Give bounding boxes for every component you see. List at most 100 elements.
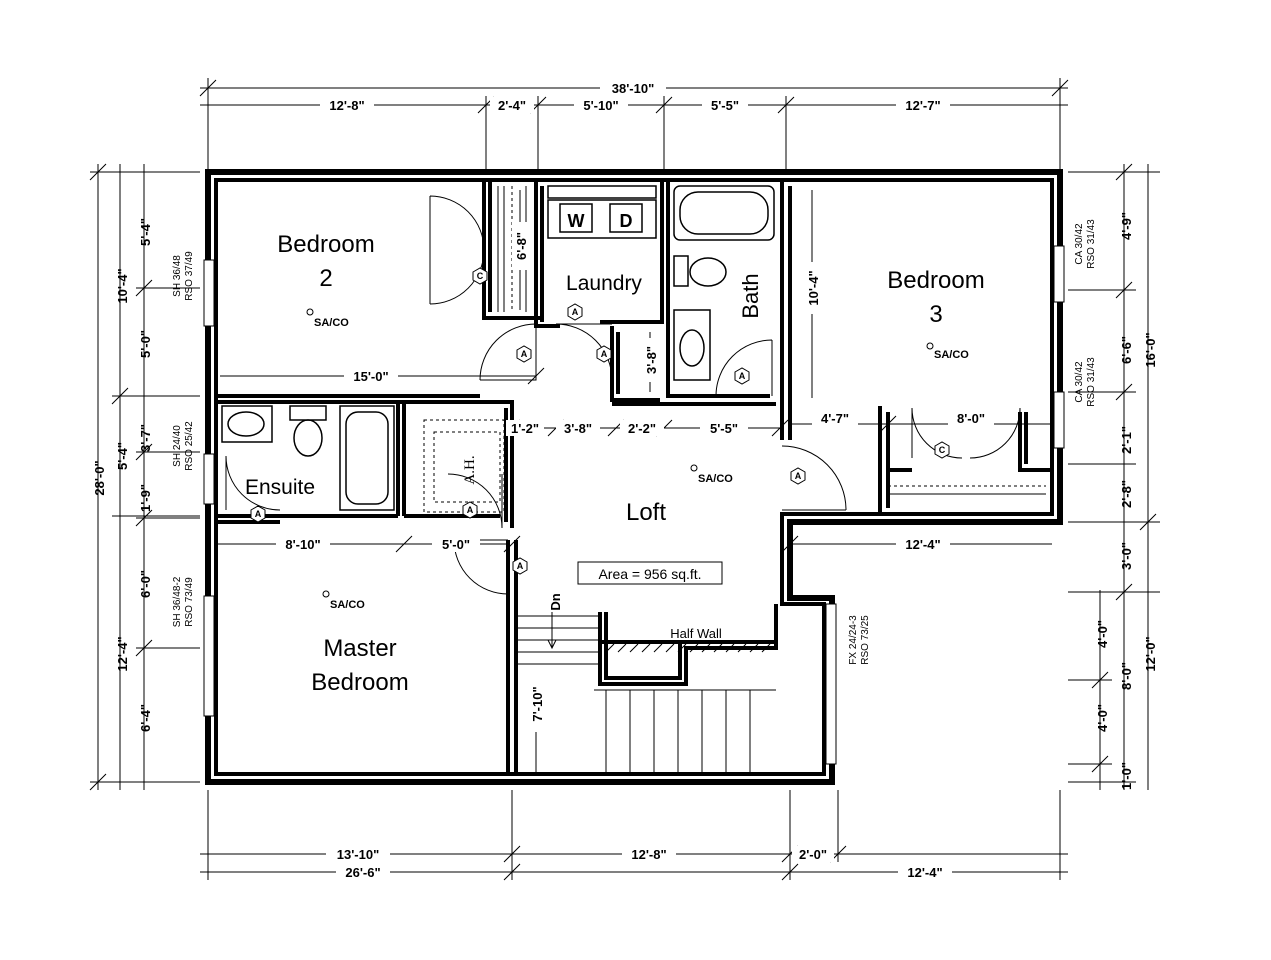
dim-bot-2: 12'-8": [631, 847, 666, 862]
bedroom2-label: Bedroom: [277, 231, 374, 258]
dim-right-4: 2'-8": [1119, 480, 1134, 508]
dim-left-2: 5'-0": [138, 330, 153, 358]
window-3-size: SH 36/48-2: [172, 576, 183, 627]
dim-closet-bedroom2: 6'-8": [514, 232, 529, 260]
stairs: [516, 612, 776, 776]
window-5-size: CA 30/42: [1074, 361, 1085, 403]
dim-right-7: 4'-0": [1095, 704, 1110, 732]
dim-int-38: 3'-8": [644, 346, 659, 374]
laundry-label: Laundry: [566, 272, 642, 295]
dim-left-4: 6'-0": [138, 570, 153, 598]
dim-top-1: 12'-8": [329, 98, 364, 113]
window-6-rso: RSO 73/25: [860, 615, 871, 665]
dim-int-810: 8'-10": [285, 537, 320, 552]
dryer-label: D: [620, 211, 633, 231]
dim-right-1: 4'-9": [1119, 212, 1134, 240]
air-handler-label: A.H.: [462, 455, 478, 484]
dimension-labels: 38'-10" 12'-8" 2'-4" 5'-10" 5'-5" 12'-7"…: [92, 80, 1158, 880]
dim-left-6: 3'-7": [138, 424, 153, 452]
window-3-rso: RSO 73/49: [184, 577, 195, 627]
room-labels: Bedroom 2 Laundry Bath Bedroom 3 Ensuite…: [245, 231, 985, 696]
window-1-rso: RSO 37/49: [184, 251, 195, 301]
dim-right-3: 2'-1": [1119, 426, 1134, 454]
dim-right-total: 16'-0": [1143, 332, 1158, 367]
down-label: Dn: [548, 593, 563, 610]
dim-int-12: 1'-2": [511, 421, 539, 436]
interior-walls: [216, 180, 1052, 776]
dim-left-b: 12'-4": [115, 636, 130, 671]
window-4-size: CA 30/42: [1074, 223, 1085, 265]
area-box: [577, 561, 723, 585]
dim-int-55: 5'-5": [710, 421, 738, 436]
half-wall-hatch: [605, 643, 771, 653]
dim-int-124: 12'-4": [905, 537, 940, 552]
door-marker-bedroom2: A: [521, 349, 528, 359]
window-6-size: FX 24/24-3: [848, 615, 859, 665]
ensuite-label: Ensuite: [245, 476, 315, 499]
dim-bot-3: 2'-0": [799, 847, 827, 862]
door-marker-ah: A: [467, 505, 474, 515]
dim-bot-1: 13'-10": [337, 847, 380, 862]
window-4-rso: RSO 31/43: [1086, 219, 1097, 269]
bath-label: Bath: [738, 273, 763, 318]
window-labels: SH 36/48 RSO 37/49 SH 24/40 RSO 25/42 SH…: [172, 219, 1097, 665]
dim-right-5: 3'-0": [1119, 542, 1134, 570]
dim-left-7: 1'-9": [138, 484, 153, 512]
door-marker-bedroom3: A: [795, 471, 802, 481]
door-marker-master: A: [517, 561, 524, 571]
dim-int-50: 5'-0": [442, 537, 470, 552]
sa-co-master: SA/CO: [330, 599, 365, 611]
dim-right-6: 4'-0": [1095, 620, 1110, 648]
dim-int-22: 2'-2": [628, 421, 656, 436]
sa-co-bedroom2: SA/CO: [314, 317, 349, 329]
bedroom3-number: 3: [929, 301, 942, 328]
dim-top-total: 38'-10": [612, 81, 655, 96]
window-5-rso: RSO 31/43: [1086, 357, 1097, 407]
door-marker-closet: A: [601, 349, 608, 359]
exterior-walls: [205, 169, 1063, 785]
windows: [203, 245, 1065, 765]
closet-marker-bedroom3: C: [939, 445, 946, 455]
dim-top-5: 12'-7": [905, 98, 940, 113]
closet-marker-bedroom2: C: [477, 271, 484, 281]
dim-left-a: 10'-4": [115, 268, 130, 303]
bedroom3-label: Bedroom: [887, 267, 984, 294]
dim-int-80: 8'-0": [957, 411, 985, 426]
dim-left-total: 28'-0": [92, 460, 107, 495]
door-marker-bath: A: [739, 371, 746, 381]
dim-int-15: 15'-0": [353, 369, 388, 384]
master-label-line2: Bedroom: [311, 669, 408, 696]
window-2-rso: RSO 25/42: [184, 421, 195, 471]
sa-co-loft: SA/CO: [698, 473, 733, 485]
door-marker-laundry: A: [572, 307, 579, 317]
sa-co-markers: SA/CO SA/CO SA/CO SA/CO: [306, 308, 969, 611]
dim-bot-total-right: 12'-4": [907, 865, 942, 880]
dim-right-8: 1'-0": [1119, 762, 1134, 790]
dim-top-4: 5'-5": [711, 98, 739, 113]
window-2-size: SH 24/40: [172, 425, 183, 467]
dim-int-47: 4'-7": [821, 411, 849, 426]
hex-markers: C C A A A A A A A A: [250, 267, 950, 575]
dim-left-1: 5'-4": [138, 218, 153, 246]
dim-bot-total-left: 26'-6": [345, 865, 380, 880]
window-1-size: SH 36/48: [172, 255, 183, 297]
loft-label: Loft: [626, 499, 666, 526]
dim-left-3: 5'-4": [115, 442, 130, 470]
washer-label: W: [568, 211, 585, 231]
dim-left-5: 6'-4": [138, 704, 153, 732]
master-label-line1: Master: [323, 635, 396, 662]
dim-right-2: 6'-6": [1119, 336, 1134, 364]
dim-int-38b: 3'-8": [564, 421, 592, 436]
dim-right-b: 12'-0": [1143, 636, 1158, 671]
dim-right-c: 8'-0": [1119, 662, 1134, 690]
area-label: Area = 956 sq.ft.: [598, 566, 701, 582]
half-wall-label: Half Wall: [670, 626, 722, 641]
sa-co-bedroom3: SA/CO: [934, 349, 969, 361]
dim-top-3: 5'-10": [583, 98, 618, 113]
dim-top-2: 2'-4": [498, 98, 526, 113]
fixtures: W D: [221, 185, 1046, 513]
bedroom2-number: 2: [319, 265, 332, 292]
dim-int-710: 7'-10": [530, 686, 545, 721]
dim-int-104: 10'-4": [806, 270, 821, 305]
